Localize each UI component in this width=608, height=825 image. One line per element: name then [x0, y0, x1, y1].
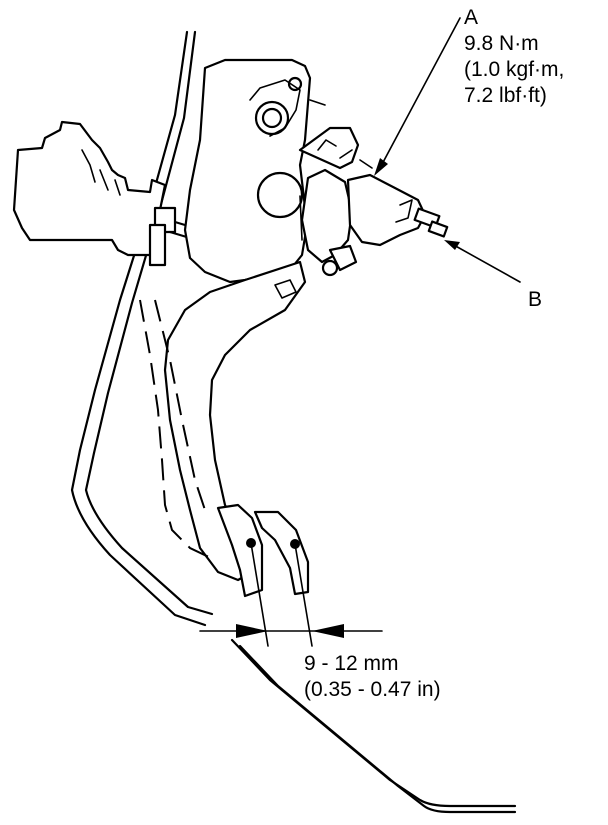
- measurement-in: (0.35 - 0.47 in): [304, 678, 441, 701]
- callout-a-letter: A: [464, 6, 479, 29]
- callout-a-torque-kgf: (1.0 kgf·m,: [464, 58, 565, 81]
- callout-a-torque-nm: 9.8 N·m: [464, 32, 539, 55]
- leader-a: [379, 17, 461, 169]
- callout-leaders: [374, 17, 521, 283]
- pedal-pads: [216, 503, 310, 598]
- booster-bracket: [12, 120, 177, 267]
- measurement-mm: 9 - 12 mm: [304, 652, 399, 675]
- brake-light-switch: [298, 126, 449, 277]
- pedal-bracket: [183, 58, 326, 284]
- clearance-dimension: [199, 542, 383, 647]
- callout-a-torque-lbf: 7.2 lbf·ft): [464, 84, 547, 107]
- firewall-panel: [70, 30, 517, 814]
- callout-b-letter: B: [528, 288, 543, 311]
- leader-b: [451, 243, 521, 283]
- brake-pedal-alt-position: [139, 299, 216, 561]
